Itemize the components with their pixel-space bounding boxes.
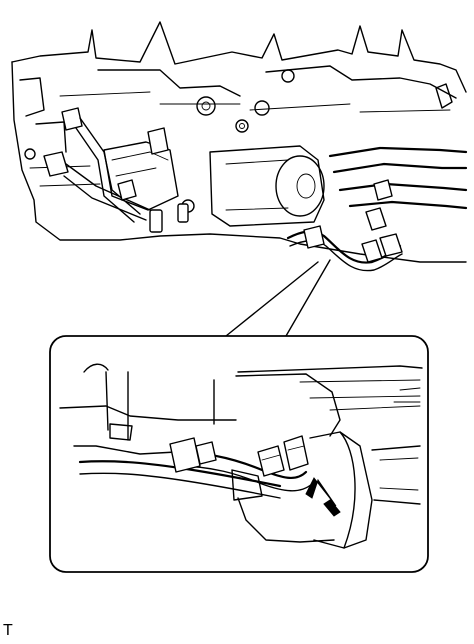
figure-caption: T — [3, 622, 13, 639]
detail-inset — [49, 335, 429, 573]
transmission-overview — [11, 21, 468, 272]
callout-leader — [225, 259, 331, 337]
pointer-arrow-icon — [305, 477, 341, 517]
